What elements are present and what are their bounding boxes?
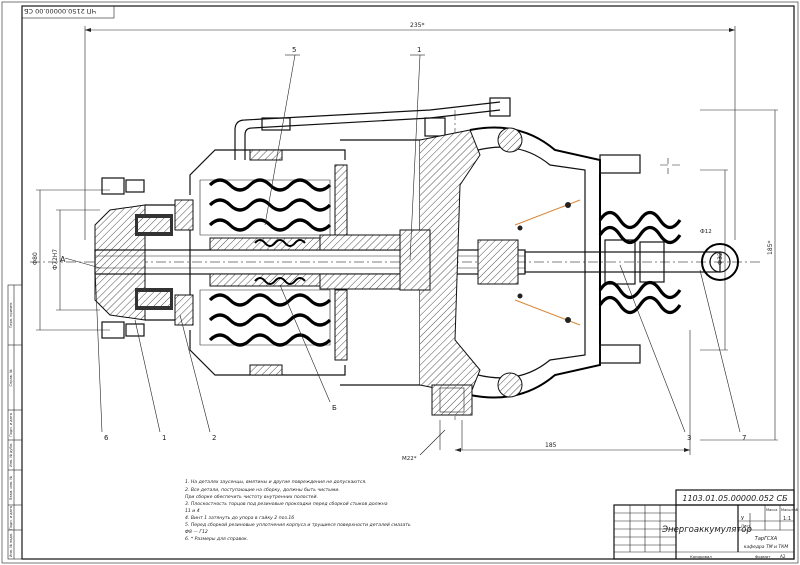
- note-line: 5. Перед сборкой резиновые уплотнения ко…: [185, 522, 411, 528]
- overall-dimension: [84, 26, 736, 240]
- drawing-title: Энергоаккумулятор: [661, 525, 752, 535]
- dim-port: М22*: [402, 456, 417, 462]
- top-stamp-text: ЧП 2150.00000.00 СБ: [24, 7, 96, 15]
- left-strip-label: Перв. примен.: [9, 302, 13, 328]
- note-line: 3. Плоскостность торцов под резиновые пр…: [185, 501, 388, 507]
- copied-label: Копировал: [690, 554, 712, 559]
- callout-2: 2: [212, 434, 216, 442]
- left-end-cap: [94, 177, 194, 339]
- callout-1-bottom: 1: [162, 434, 166, 442]
- mass-label: Масса: [766, 508, 777, 512]
- note-line: 6. * Размеры для справок.: [185, 536, 248, 542]
- dim-stroke: 185: [545, 442, 557, 449]
- format-value: А2: [780, 554, 786, 559]
- note-line: 4. Винт 1 затянуть до упора в гайку 2 по…: [185, 515, 294, 521]
- scale-label: Масштаб: [781, 508, 799, 512]
- note-line: 2. Все детали, поступающие на сборку, до…: [185, 487, 340, 493]
- format-label: Формат: [755, 554, 771, 559]
- sheet-inner-border: [21, 5, 795, 560]
- left-margin-strip: [7, 284, 23, 560]
- letter: У: [741, 516, 744, 522]
- spring-cylinder: [189, 139, 421, 386]
- dim-left-1: Ф80: [32, 252, 39, 265]
- top-stamp-box: [21, 5, 115, 19]
- left-strip-label: Взам. инв. №: [9, 476, 13, 500]
- scale-value: 1:1: [783, 516, 791, 522]
- callout-view-a: А: [60, 255, 66, 264]
- org-line2: кафедра ТМ и ТКМ: [744, 544, 789, 550]
- dim-right-2: 185*: [767, 241, 774, 255]
- callout-b: Б: [332, 404, 337, 412]
- connecting-pipe: [234, 97, 511, 160]
- callout-6: 6: [104, 434, 109, 442]
- note-line: При сборке обеспечить чистоту внутренних…: [185, 494, 318, 500]
- doc-number: 1103.01.05.00000.052 СБ: [682, 494, 788, 503]
- sheet-label: Лист: [741, 523, 751, 528]
- note-line: 1. На деталях заусенцы, вмятины и другие…: [185, 479, 367, 485]
- technical-notes: 1. На деталях заусенцы, вмятины и другие…: [185, 479, 411, 542]
- left-strip-label: Инв. № дубл.: [9, 443, 13, 467]
- callout-7: 7: [742, 434, 746, 442]
- note-line: 11 и 4: [185, 508, 200, 514]
- title-block: [613, 489, 795, 560]
- callout-3: 3: [687, 434, 691, 442]
- dim-eye: Ф12: [700, 229, 712, 235]
- brake-chamber: [399, 126, 641, 416]
- dim-left-2: Ф72Н7: [52, 249, 59, 270]
- left-strip-label: Инв. № подл.: [9, 533, 13, 557]
- main-springs: [208, 178, 332, 347]
- leader-lines: [64, 54, 741, 433]
- dim-overall: 235*: [410, 22, 424, 29]
- note-line: Ф8 — Г12: [185, 529, 208, 535]
- left-strip-label: Подп. и дата: [9, 506, 13, 530]
- left-strip-label: Справ. №: [9, 369, 13, 386]
- callout-5: 5: [292, 46, 296, 54]
- callout-1-top: 1: [417, 46, 421, 54]
- output-rod: [524, 210, 739, 315]
- left-strip-label: Подп. и дата: [9, 413, 13, 437]
- org-line1: ТарГСХА: [755, 536, 778, 542]
